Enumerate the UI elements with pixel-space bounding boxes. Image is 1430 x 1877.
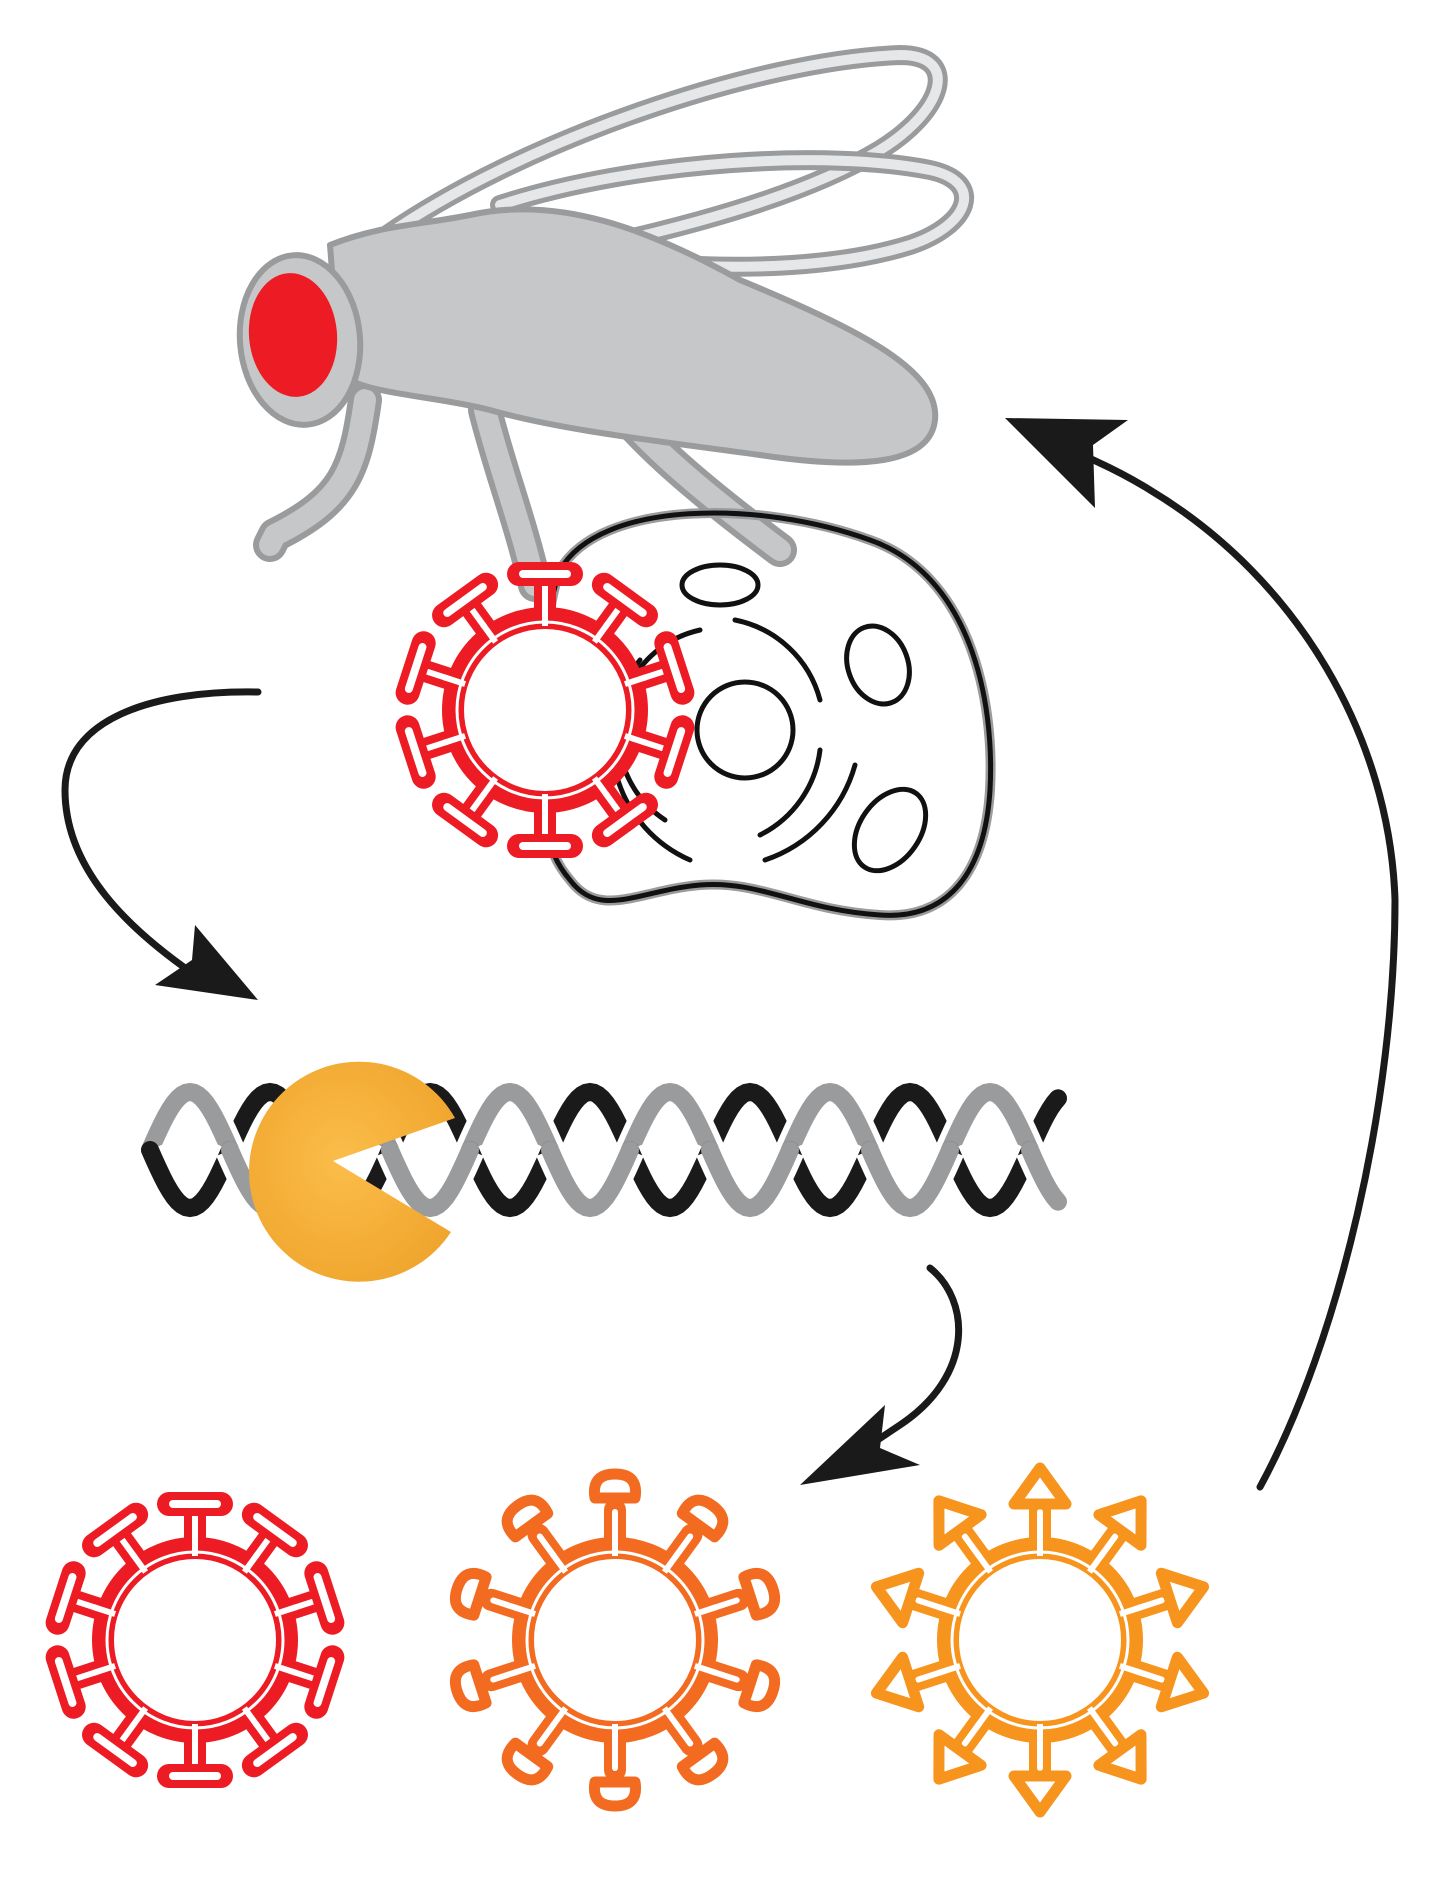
virus-capsid (937, 1537, 1143, 1743)
fly-wing (490, 150, 974, 277)
dna-strand-light (941, 1082, 1039, 1159)
pacman-enzyme-icon (248, 1061, 455, 1282)
dna-strand-light (541, 1141, 639, 1218)
virus-spike (1083, 1495, 1147, 1577)
dna-strand-dark (941, 1141, 1039, 1218)
cycle-arrows (61, 418, 1399, 1491)
cell-vesicle (844, 623, 912, 707)
dna-strand-dark (701, 1082, 799, 1159)
dna-strand-light (621, 1082, 719, 1159)
fly-leg (468, 393, 552, 602)
virus-capsid (442, 607, 648, 813)
cell-vesicle (851, 786, 929, 874)
progeny-virus-3-icon (870, 1462, 1210, 1818)
virus-layer (45, 562, 1210, 1818)
arrow-progeny-to-fly (1005, 418, 1399, 1491)
dna-strand-light (1021, 1141, 1067, 1211)
virus-spike (870, 1567, 964, 1629)
virus-capsid (512, 1537, 718, 1743)
fly-leg (253, 383, 382, 562)
fly-eye-icon (248, 273, 338, 397)
arrow-dna-to-progeny (800, 1264, 963, 1485)
dna-strand-dark (861, 1082, 959, 1159)
dna-strand-dark (541, 1082, 639, 1159)
dna-strand-light (781, 1082, 879, 1159)
dna-strand-light (861, 1141, 959, 1218)
progeny-virus-2-icon (449, 1468, 781, 1812)
dna-strand-light (381, 1141, 479, 1218)
dna-strand-light (141, 1082, 239, 1159)
fruit-fly-icon (236, 45, 974, 602)
progeny-virus-1-icon (45, 1492, 345, 1788)
infecting-virus-icon (395, 562, 695, 858)
dna-strand-dark (461, 1141, 559, 1218)
dna-strand-dark (141, 1141, 239, 1218)
dna-strand-light (461, 1082, 559, 1159)
dna-strand-dark (781, 1141, 879, 1218)
fly-wing (370, 45, 948, 265)
dna-strand-dark (621, 1141, 719, 1218)
arrow-infection-to-dna (61, 688, 262, 1000)
virus-capsid (92, 1537, 298, 1743)
dna-strand-light (701, 1141, 799, 1218)
cell-vesicle (679, 562, 761, 608)
fly-body (327, 206, 939, 466)
